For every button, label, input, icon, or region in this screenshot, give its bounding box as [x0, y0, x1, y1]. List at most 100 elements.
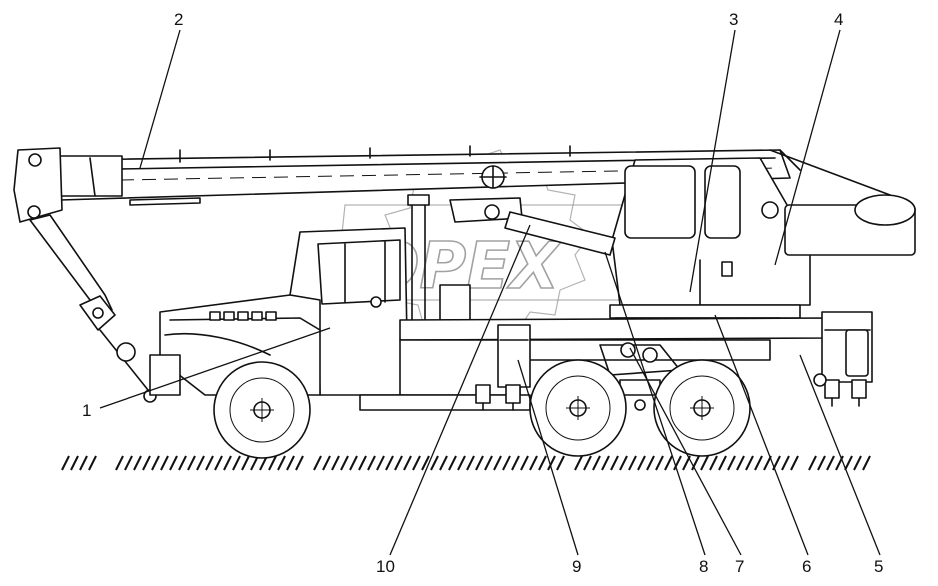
- ground-hatch-mark: [592, 455, 601, 471]
- front-wheel: [213, 361, 311, 459]
- ground-hatch-mark: [529, 455, 538, 471]
- ground-hatch-mark: [655, 455, 664, 471]
- callout-10: 10: [376, 557, 395, 576]
- ground-hatch-mark: [196, 455, 205, 471]
- callout-4: 4: [834, 10, 843, 29]
- callout-9: 9: [572, 557, 581, 576]
- ground-hatch-mark: [511, 455, 520, 471]
- ground-hatch-mark: [151, 455, 160, 471]
- ground-hatch-mark: [430, 455, 439, 471]
- ground-hatch-mark: [394, 455, 403, 471]
- ground-hatch-mark: [268, 455, 277, 471]
- ground-hatch-mark: [223, 455, 232, 471]
- ground-hatch-mark: [736, 455, 745, 471]
- ground-hatch-mark: [493, 455, 502, 471]
- ground-hatch-mark: [709, 455, 718, 471]
- callout-3: 3: [729, 10, 738, 29]
- ground-hatch-mark: [844, 455, 853, 471]
- ground-hatch-mark: [331, 455, 340, 471]
- ground-hatch-mark: [376, 455, 385, 471]
- ground-hatch-mark: [295, 455, 304, 471]
- ground-hatch-mark: [277, 455, 286, 471]
- ground-hatch-mark: [727, 455, 736, 471]
- ground-hatch-mark: [862, 455, 871, 471]
- ground-hatch-mark: [439, 455, 448, 471]
- telescopic-boom: [59, 145, 911, 206]
- callout-1: 1: [82, 401, 91, 420]
- ground-hatch-mark: [322, 455, 331, 471]
- ground-hatch-mark: [187, 455, 196, 471]
- ground-hatch-mark: [583, 455, 592, 471]
- callout-5: 5: [874, 557, 883, 576]
- ground-hatch-mark: [475, 455, 484, 471]
- callout-labels: 1 2 3 4 5 6 7 8 9 10: [82, 10, 883, 576]
- ground-hatch-mark: [286, 455, 295, 471]
- ground-hatch-mark: [673, 455, 682, 471]
- ground-hatch-mark: [502, 455, 511, 471]
- ground-hatch-mark: [835, 455, 844, 471]
- ground-hatch-mark: [349, 455, 358, 471]
- ground-hatch-mark: [763, 455, 772, 471]
- ground-hatch-mark: [448, 455, 457, 471]
- ground-hatch-mark: [403, 455, 412, 471]
- callout-7: 7: [735, 557, 744, 576]
- ground-hatch-mark: [790, 455, 799, 471]
- ground-hatch-mark: [232, 455, 241, 471]
- ground-hatch-mark: [700, 455, 709, 471]
- ground-hatch-mark: [178, 455, 187, 471]
- ground-hatch-mark: [412, 455, 421, 471]
- ground-hatch-mark: [457, 455, 466, 471]
- ground-hatch-mark: [124, 455, 133, 471]
- ground-hatch-mark: [421, 455, 430, 471]
- ground-hatch-mark: [610, 455, 619, 471]
- rear-outrigger: [813, 311, 873, 407]
- ground-hatch-mark: [160, 455, 169, 471]
- boom-lift-cylinder: [407, 194, 616, 331]
- ground-hatch-mark: [484, 455, 493, 471]
- ground-hatch-mark: [61, 455, 70, 471]
- ground-hatch-mark: [70, 455, 79, 471]
- boom-head: [13, 147, 157, 403]
- middle-wheel: [529, 359, 627, 457]
- ground-hatch-mark: [754, 455, 763, 471]
- ground-hatch-mark: [538, 455, 547, 471]
- leader-lines: [99, 29, 881, 556]
- ground-hatch-mark: [79, 455, 88, 471]
- callout-2: 2: [174, 10, 183, 29]
- rear-wheel: [653, 359, 751, 457]
- ground-hatch-mark: [637, 455, 646, 471]
- ground-hatch-mark: [781, 455, 790, 471]
- ground-hatch-mark: [385, 455, 394, 471]
- ground-hatch-mark: [466, 455, 475, 471]
- ground-hatch-mark: [853, 455, 862, 471]
- ground-hatch-mark: [133, 455, 142, 471]
- front-outrigger: [475, 324, 531, 411]
- ground-hatch-mark: [214, 455, 223, 471]
- ground-hatch-mark: [367, 455, 376, 471]
- ground-hatch-mark: [340, 455, 349, 471]
- operator-cab: [598, 157, 916, 327]
- ground-hatch-mark: [88, 455, 97, 471]
- ground-hatch-mark: [619, 455, 628, 471]
- ground-hatch-mark: [556, 455, 565, 471]
- callout-8: 8: [699, 557, 708, 576]
- ground-hatch-mark: [664, 455, 673, 471]
- ground-hatch-mark: [808, 455, 817, 471]
- ground-hatch-mark: [691, 455, 700, 471]
- ground-hatch-mark: [520, 455, 529, 471]
- ground-hatch-mark: [115, 455, 124, 471]
- ground-hatch-mark: [313, 455, 322, 471]
- ground-hatch-mark: [241, 455, 250, 471]
- ground-hatch-mark: [547, 455, 556, 471]
- ground-hatch-mark: [628, 455, 637, 471]
- ground-hatch-mark: [646, 455, 655, 471]
- ground-hatch-mark: [817, 455, 826, 471]
- ground-hatch-mark: [358, 455, 367, 471]
- ground-hatch-mark: [718, 455, 727, 471]
- ground-hatch-mark: [142, 455, 151, 471]
- ground-hatch-mark: [169, 455, 178, 471]
- ground-hatch-mark: [826, 455, 835, 471]
- ground-hatch-mark: [745, 455, 754, 471]
- ground-line: [61, 455, 871, 471]
